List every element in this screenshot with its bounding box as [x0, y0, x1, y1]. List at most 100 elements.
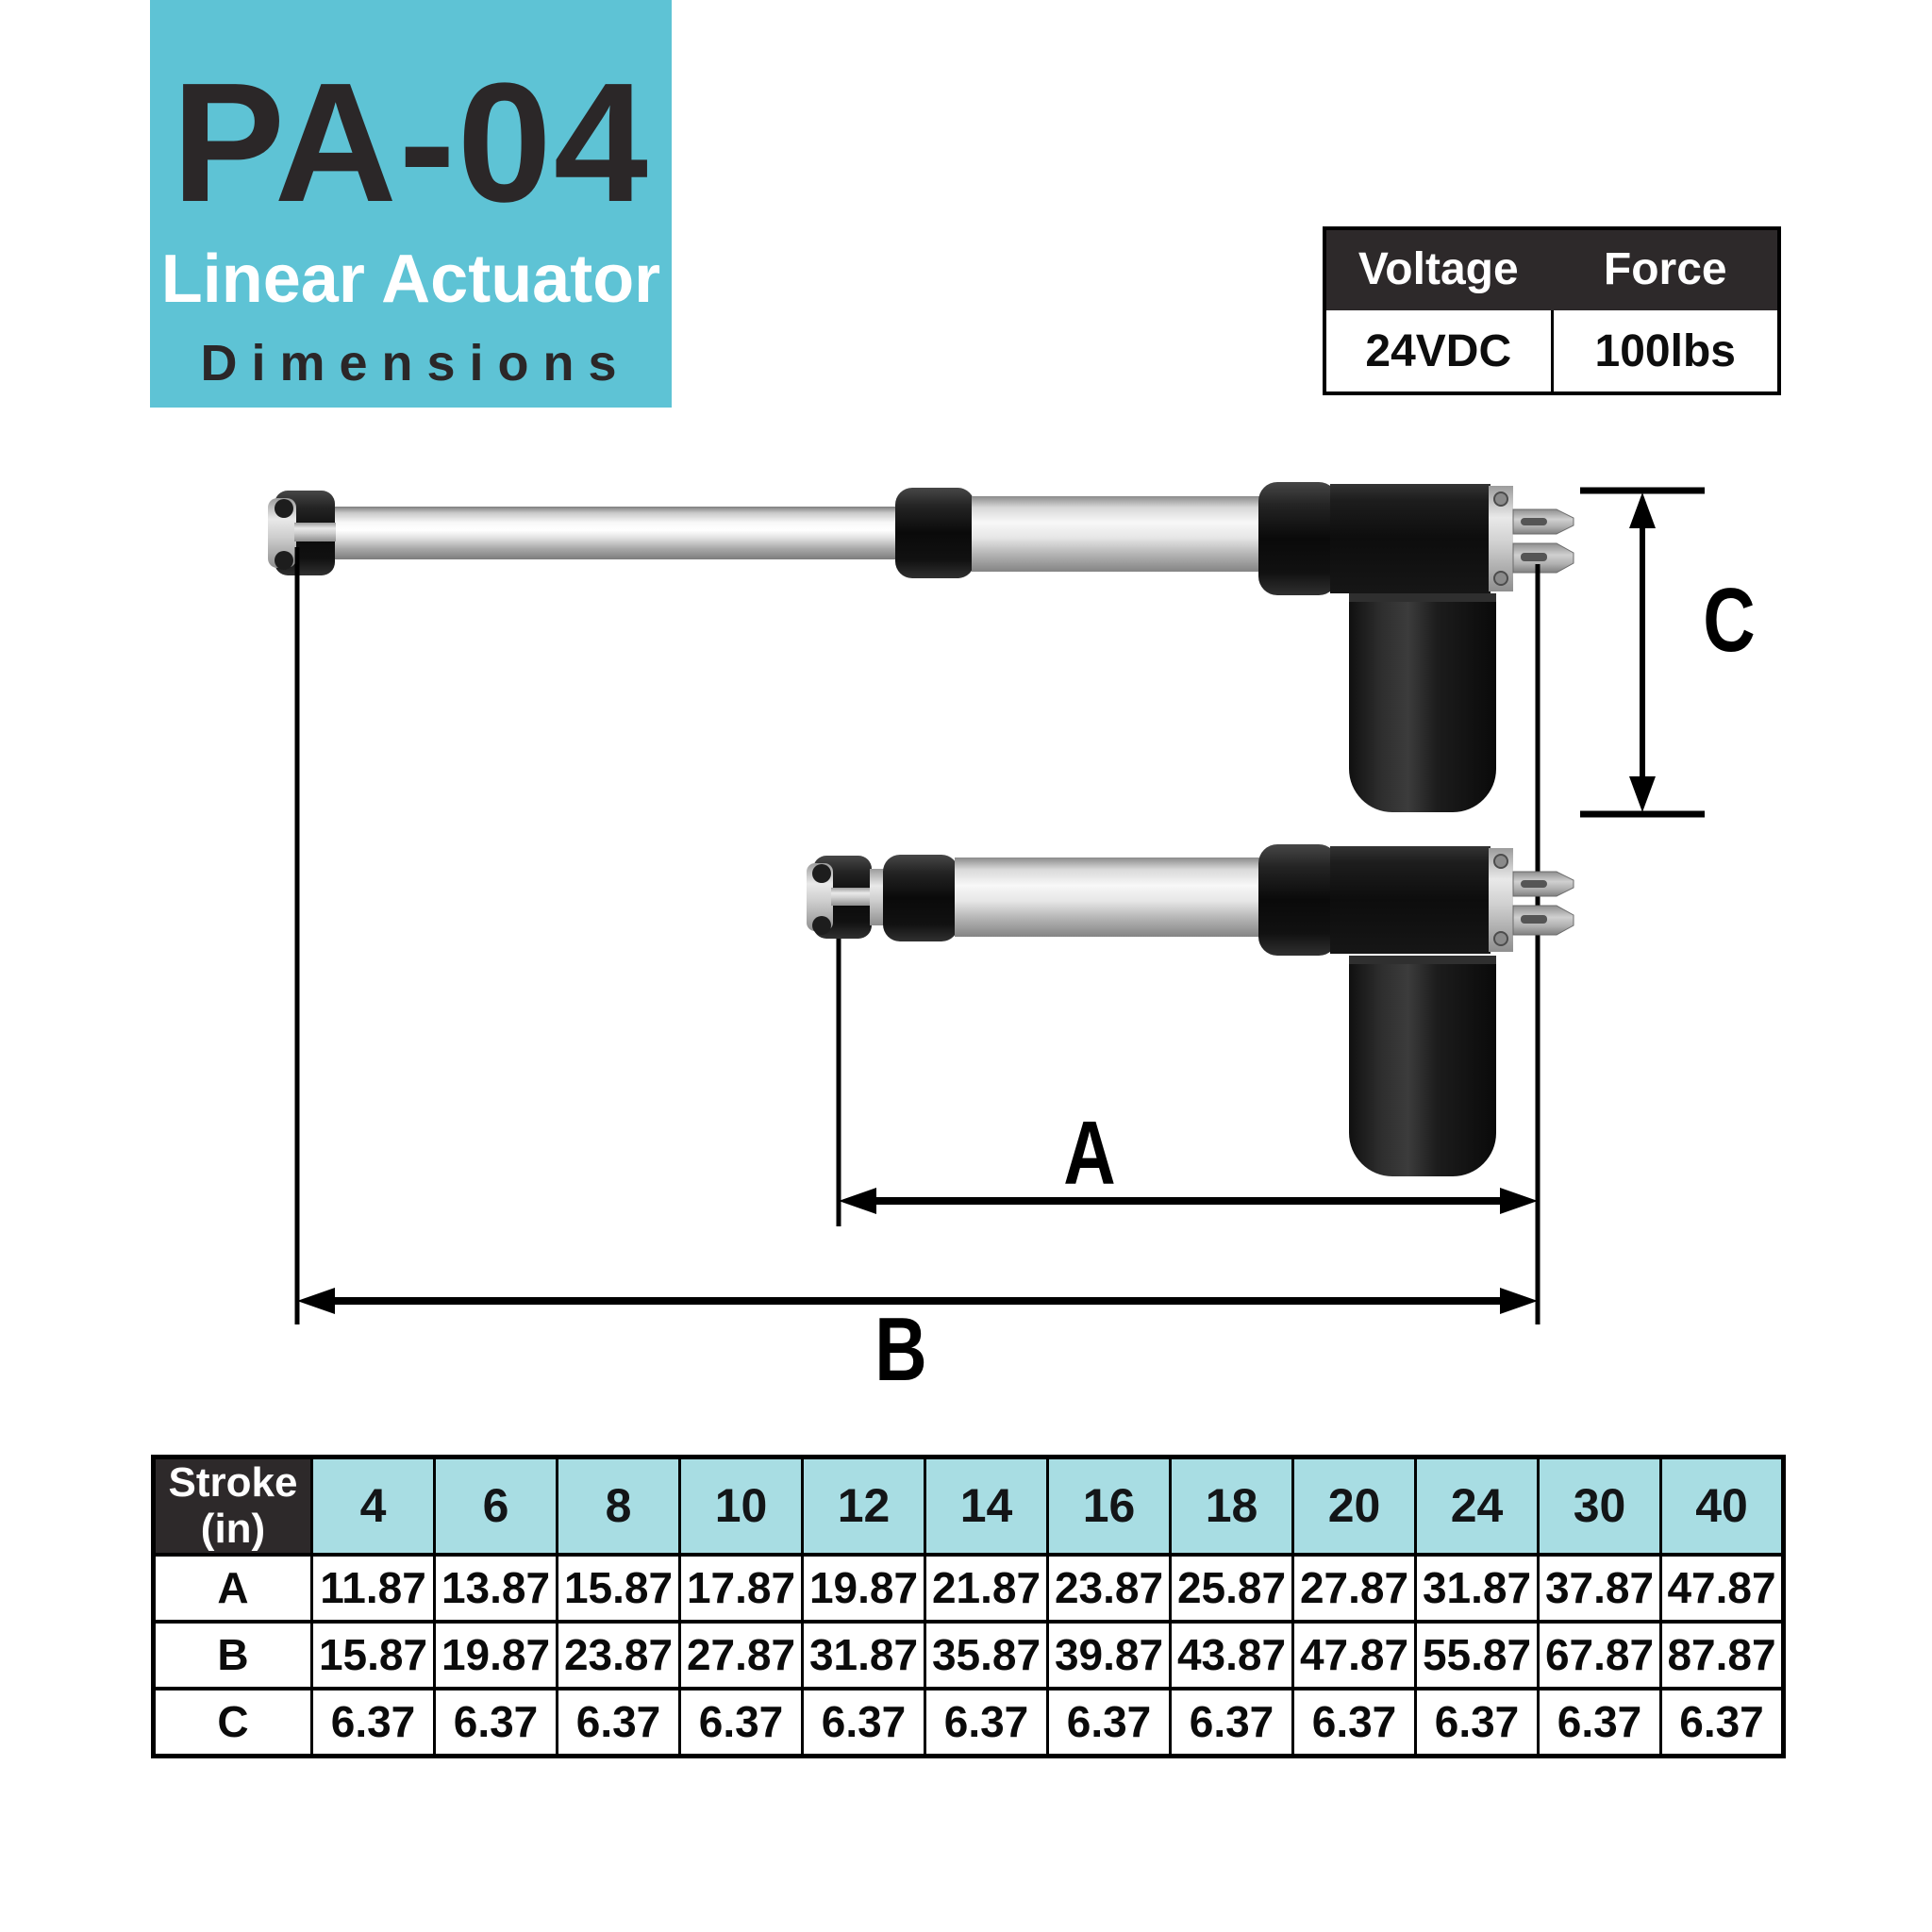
- motor-seam: [1349, 593, 1496, 602]
- table-cell: 35.87: [924, 1620, 1049, 1690]
- plate-screw: [1493, 854, 1508, 869]
- column-header: 24: [1414, 1455, 1540, 1557]
- column-header: 30: [1537, 1455, 1662, 1557]
- table-row-a: A 11.87 13.87 15.87 17.87 19.87 21.87 23…: [152, 1553, 1785, 1624]
- a-arrowhead-right: [1500, 1188, 1538, 1214]
- c-arrowhead-down: [1629, 776, 1656, 812]
- row-label: C: [152, 1687, 313, 1757]
- table-cell: 19.87: [433, 1620, 558, 1690]
- table-cell: 67.87: [1537, 1620, 1662, 1690]
- table-cell: 6.37: [310, 1687, 436, 1757]
- voltage-value-cell: 24VDC: [1323, 308, 1554, 395]
- table-cell: 27.87: [678, 1620, 804, 1690]
- spec-value-row: 24VDC 100lbs: [1323, 308, 1781, 395]
- spec-header-row: Voltage Force: [1323, 226, 1781, 310]
- dimension-c: [1580, 487, 1705, 818]
- table-cell: 31.87: [801, 1620, 926, 1690]
- table-cell: 17.87: [678, 1553, 804, 1624]
- gearbox-collar: [1258, 482, 1338, 595]
- stroke-header-cell: Stroke(in): [152, 1455, 313, 1557]
- stroke-header-line1: Stroke: [168, 1459, 298, 1506]
- table-cell: 19.87: [801, 1553, 926, 1624]
- model-name: PA-04: [172, 48, 650, 238]
- actuator-retracted-illustration: [807, 844, 1574, 1176]
- product-title-block: PA-04 Linear Actuator Dimensions: [150, 0, 672, 408]
- dimension-label-c: C: [1703, 570, 1755, 671]
- table-cell: 6.37: [678, 1687, 804, 1757]
- rod-stub: [870, 869, 885, 925]
- row-label: B: [152, 1620, 313, 1690]
- table-cell: 6.37: [924, 1687, 1049, 1757]
- table-cell: 13.87: [433, 1553, 558, 1624]
- table-cell: 6.37: [1169, 1687, 1294, 1757]
- table-cell: 23.87: [1046, 1553, 1172, 1624]
- clevis-screw: [812, 916, 831, 935]
- prong-slot: [1521, 518, 1547, 525]
- clevis-screw: [812, 864, 831, 883]
- table-cell: 11.87: [310, 1553, 436, 1624]
- dimension-guide-lines: [294, 547, 1541, 1324]
- table-cell: 15.87: [310, 1620, 436, 1690]
- column-header: 6: [433, 1455, 558, 1557]
- column-header: 18: [1169, 1455, 1294, 1557]
- b-arrowhead-left: [297, 1288, 335, 1314]
- motor-housing: [1349, 956, 1496, 1176]
- gearbox-collar: [1258, 844, 1338, 956]
- table-cell: 25.87: [1169, 1553, 1294, 1624]
- table-cell: 15.87: [556, 1553, 681, 1624]
- rod-collar: [883, 855, 958, 941]
- table-cell: 43.87: [1169, 1620, 1294, 1690]
- table-cell: 39.87: [1046, 1620, 1172, 1690]
- table-cell: 47.87: [1291, 1620, 1417, 1690]
- table-cell: 6.37: [1537, 1687, 1662, 1757]
- table-cell: 6.37: [1046, 1687, 1172, 1757]
- rod-collar: [895, 488, 974, 578]
- gearbox-housing: [1330, 484, 1491, 593]
- table-cell: 87.87: [1659, 1620, 1785, 1690]
- outer-tube: [955, 858, 1270, 937]
- gearbox-housing: [1330, 846, 1491, 954]
- clevis-screw: [275, 551, 293, 570]
- table-cell: 6.37: [1414, 1687, 1540, 1757]
- table-cell: 31.87: [1414, 1553, 1540, 1624]
- dimension-table: Stroke(in) 4 6 8 10 12 14 16 18 20 24 30…: [151, 1455, 1786, 1758]
- dimensions-label: Dimensions: [200, 335, 631, 391]
- clevis-screw: [275, 499, 293, 518]
- column-header: 16: [1046, 1455, 1172, 1557]
- actuator-extended-illustration: [268, 482, 1574, 812]
- front-clevis-slot: [831, 888, 871, 906]
- table-row-c: C 6.37 6.37 6.37 6.37 6.37 6.37 6.37 6.3…: [152, 1687, 1785, 1757]
- motor-housing: [1349, 593, 1496, 812]
- column-header: 8: [556, 1455, 681, 1557]
- motor-seam: [1349, 956, 1496, 964]
- table-cell: 21.87: [924, 1553, 1049, 1624]
- table-cell: 6.37: [1659, 1687, 1785, 1757]
- plate-screw: [1493, 931, 1508, 946]
- table-cell: 47.87: [1659, 1553, 1785, 1624]
- b-arrowhead-right: [1500, 1288, 1538, 1314]
- dimension-label-a: A: [1063, 1103, 1115, 1204]
- column-header: 10: [678, 1455, 804, 1557]
- table-cell: 37.87: [1537, 1553, 1662, 1624]
- column-header: 12: [801, 1455, 926, 1557]
- spec-table: Voltage Force 24VDC 100lbs: [1323, 226, 1781, 395]
- row-label: A: [152, 1553, 313, 1624]
- table-cell: 6.37: [801, 1687, 926, 1757]
- prong-slot: [1521, 880, 1547, 888]
- prong-slot: [1521, 915, 1547, 924]
- a-arrowhead-left: [839, 1188, 876, 1214]
- c-arrowhead-up: [1629, 492, 1656, 528]
- table-cell: 55.87: [1414, 1620, 1540, 1690]
- plate-screw: [1493, 571, 1508, 586]
- prong-slot: [1521, 553, 1547, 561]
- force-value-cell: 100lbs: [1550, 308, 1781, 395]
- table-cell: 27.87: [1291, 1553, 1417, 1624]
- table-cell: 6.37: [433, 1687, 558, 1757]
- column-header: 14: [924, 1455, 1049, 1557]
- column-header: 20: [1291, 1455, 1417, 1557]
- table-cell: 23.87: [556, 1620, 681, 1690]
- dimension-a: [839, 1188, 1538, 1214]
- column-header: 4: [310, 1455, 436, 1557]
